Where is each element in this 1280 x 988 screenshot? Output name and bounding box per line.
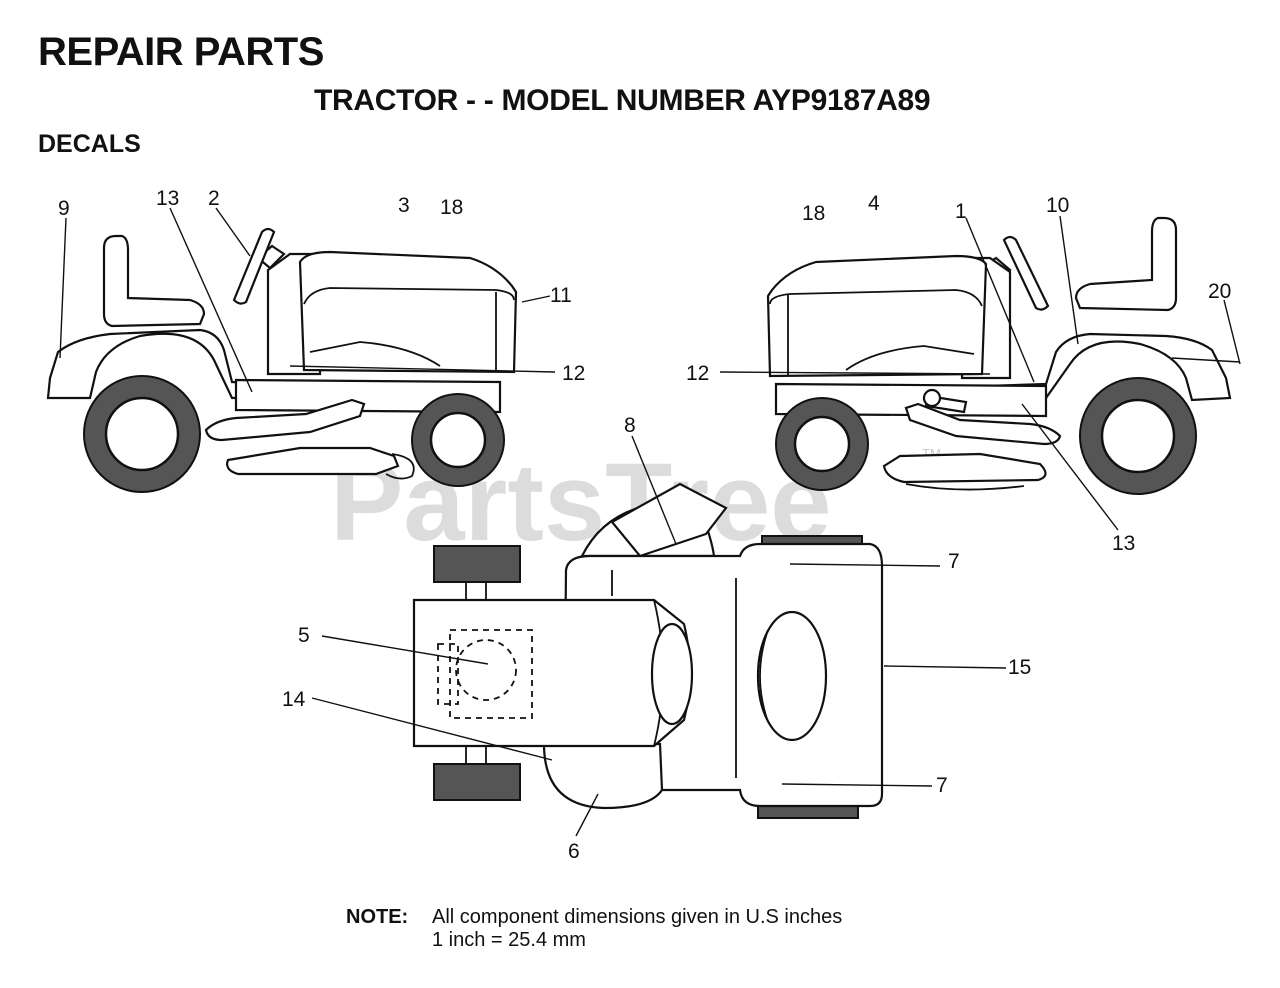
callout-10: 10 bbox=[1046, 194, 1069, 217]
hood bbox=[766, 254, 988, 378]
steering-wheel bbox=[1002, 235, 1050, 311]
note-line-1: All component dimensions given in U.S in… bbox=[432, 906, 843, 928]
seat bbox=[1074, 216, 1178, 312]
callout-1: 1 bbox=[955, 200, 967, 223]
callout-15: 15 bbox=[1008, 656, 1031, 679]
tractor-top-view: 8 7 5 15 14 7 6 bbox=[282, 414, 1031, 863]
watermark-text: PartsTree bbox=[330, 441, 831, 564]
seat bbox=[102, 234, 206, 328]
callout-2: 2 bbox=[208, 187, 220, 210]
callout-3: 3 bbox=[398, 194, 410, 217]
callout-11: 11 bbox=[550, 284, 572, 307]
callout-4: 4 bbox=[868, 192, 880, 215]
callout-18-left: 18 bbox=[440, 196, 463, 219]
callout-18-right: 18 bbox=[802, 202, 825, 225]
tire-top-left bbox=[433, 545, 521, 583]
page-title: REPAIR PARTS bbox=[38, 30, 324, 74]
callout-7-bottom: 7 bbox=[936, 774, 948, 797]
callout-13-left: 13 bbox=[156, 187, 179, 210]
callout-9-left: 9 bbox=[58, 197, 70, 220]
note-line-2: 1 inch = 25.4 mm bbox=[432, 929, 586, 951]
callout-12-left: 12 bbox=[562, 362, 585, 385]
callout-5: 5 bbox=[298, 624, 310, 647]
tire-bottom-left bbox=[433, 763, 521, 801]
callout-8: 8 bbox=[624, 414, 636, 437]
hood bbox=[298, 250, 518, 374]
steering-wheel bbox=[232, 227, 276, 305]
model-subtitle: TRACTOR - - MODEL NUMBER AYP9187A89 bbox=[314, 84, 931, 117]
running-board bbox=[904, 402, 1062, 446]
section-heading: DECALS bbox=[38, 130, 141, 158]
callout-7-top: 7 bbox=[948, 550, 960, 573]
note-label: NOTE: bbox=[346, 906, 409, 928]
callout-13-right: 13 bbox=[1112, 532, 1135, 555]
console-oval bbox=[756, 610, 828, 742]
mower-deck bbox=[882, 452, 1047, 484]
mower-deck-top bbox=[542, 742, 664, 810]
callout-12-right: 12 bbox=[686, 362, 709, 385]
callout-6: 6 bbox=[568, 840, 580, 863]
callout-20: 20 bbox=[1208, 280, 1231, 303]
dimension-note: NOTE: All component dimensions given in U… bbox=[346, 906, 842, 952]
note-body: All component dimensions given in U.S in… bbox=[432, 906, 842, 952]
tractor-left-side-view: 9 13 2 3 18 11 12 bbox=[46, 187, 585, 493]
decal-plate bbox=[610, 482, 728, 558]
running-board bbox=[204, 398, 366, 442]
mower-deck bbox=[226, 446, 400, 476]
callout-14: 14 bbox=[282, 688, 306, 711]
decal-5-outline bbox=[449, 629, 533, 719]
tractor-right-side-view: 18 4 1 10 20 12 13 bbox=[686, 192, 1241, 555]
